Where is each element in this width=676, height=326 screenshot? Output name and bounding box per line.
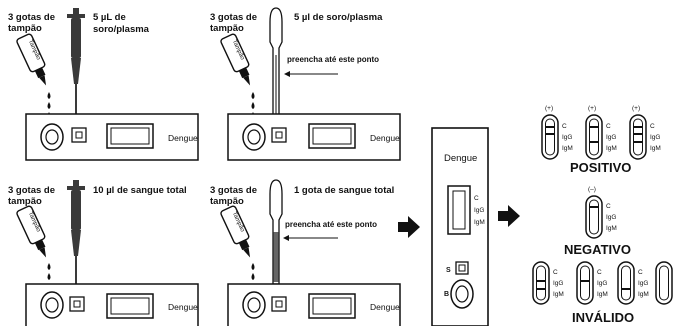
- results-negative: (–) C IgG IgM NEGATIVO: [564, 186, 631, 257]
- micropipette-icon: [67, 180, 85, 290]
- line-label: IgM: [597, 291, 608, 298]
- result-title: POSITIVO: [570, 160, 631, 175]
- result-mark: (–): [588, 186, 596, 193]
- line-label: IgG: [606, 134, 616, 141]
- sample-label: 5 µl de soro/plasma: [294, 12, 383, 23]
- line-label: IgG: [606, 214, 616, 221]
- line-label: C: [650, 123, 655, 130]
- drops-label: tampão: [8, 23, 42, 34]
- line-label: IgG: [650, 134, 660, 141]
- line-label: IgM: [638, 291, 649, 298]
- line-label: IgG: [553, 280, 563, 287]
- line-label: C: [638, 269, 643, 276]
- buffer-bottle-icon: Tampão: [16, 33, 47, 86]
- cassette-title: Dengue: [444, 153, 477, 164]
- arrow-right-icon: [398, 216, 420, 238]
- line-label: C: [606, 203, 611, 210]
- micropipette-icon: [67, 8, 85, 118]
- arrow-right-icon: [498, 205, 520, 227]
- sample-label: 5 µL de: [93, 12, 126, 23]
- panel-serum-dropper: 3 gotas de tampão Tampão 5 µl de soro/pl…: [210, 7, 401, 161]
- line-label: IgG: [597, 280, 607, 287]
- sample-label: 1 gota de sangue total: [294, 185, 394, 196]
- well-b-label: B: [444, 291, 449, 298]
- line-label: C: [553, 269, 558, 276]
- results-invalid: C IgG IgM C IgG IgM C IgG IgM INVÁLIDO: [532, 261, 673, 325]
- test-device: Dengue: [25, 113, 199, 161]
- line-label: IgM: [650, 145, 661, 152]
- device-label: Dengue: [168, 133, 198, 143]
- panel-blood-dropper: 3 gotas de tampão Tampão 1 gota de sangu…: [210, 179, 401, 326]
- results-positive: (+) (+) (+) C IgG IgM C IgG IgM C IgG Ig…: [541, 105, 661, 175]
- fill-note: preencha até este ponto: [287, 55, 379, 64]
- line-label: IgM: [562, 145, 573, 152]
- panel-serum-pipette: 3 gotas de tampão Tampão 5 µL de soro/pl…: [8, 8, 199, 161]
- drops-label: 3 gotas de: [210, 185, 257, 196]
- result-mark: (+): [545, 105, 553, 112]
- line-label: IgM: [606, 145, 617, 152]
- line-label: C: [606, 123, 611, 130]
- test-device: Dengue: [25, 283, 199, 326]
- device-label: Dengue: [370, 133, 400, 143]
- result-mark: (+): [632, 105, 640, 112]
- sample-label-2: soro/plasma: [93, 24, 150, 35]
- line-label: IgG: [638, 280, 648, 287]
- buffer-bottle-icon: Tampão: [16, 205, 47, 258]
- drops-label: 3 gotas de: [210, 12, 257, 23]
- test-device: Dengue: [227, 283, 401, 326]
- dropper-icon: [269, 7, 283, 120]
- drops-label: tampão: [210, 196, 244, 207]
- sample-label: 10 µl de sangue total: [93, 185, 187, 196]
- buffer-bottle-icon: Tampão: [220, 33, 251, 86]
- cassette-line-label: IgG: [474, 207, 484, 214]
- test-device: Dengue: [227, 113, 401, 161]
- result-title: NEGATIVO: [564, 242, 631, 257]
- line-label: IgM: [606, 225, 617, 232]
- line-label: IgG: [562, 134, 572, 141]
- drops-label: tampão: [210, 23, 244, 34]
- drops-label: 3 gotas de: [8, 12, 55, 23]
- well-s-label: S: [446, 267, 451, 274]
- device-label: Dengue: [370, 302, 400, 312]
- drops-label: tampão: [8, 196, 42, 207]
- drops-icon: [47, 263, 51, 280]
- fill-note: preencha até este ponto: [285, 220, 377, 229]
- drops-icon: [251, 263, 255, 280]
- line-label: IgM: [553, 291, 564, 298]
- line-label: C: [597, 269, 602, 276]
- buffer-bottle-icon: Tampão: [220, 205, 251, 258]
- cassette-line-label: C: [474, 195, 479, 202]
- line-label: C: [562, 123, 567, 130]
- test-cassette: Dengue C IgG IgM S B: [431, 127, 489, 326]
- dropper-icon: [269, 179, 283, 285]
- panel-blood-pipette: 3 gotas de tampão Tampão 10 µl de sangue…: [8, 180, 199, 326]
- drops-label: 3 gotas de: [8, 185, 55, 196]
- result-mark: (+): [588, 105, 596, 112]
- device-label: Dengue: [168, 302, 198, 312]
- cassette-line-label: IgM: [474, 219, 485, 226]
- result-title: INVÁLIDO: [572, 310, 634, 325]
